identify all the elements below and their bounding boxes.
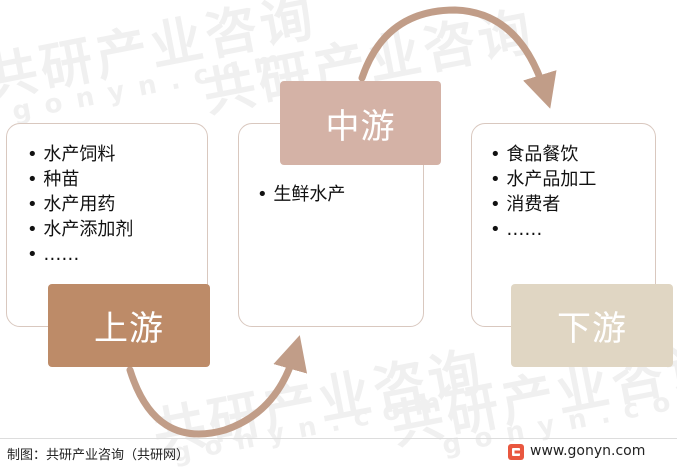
footer-divider	[0, 438, 677, 439]
list-item: 种苗	[27, 167, 133, 192]
list-item: 水产饲料	[27, 142, 133, 167]
gonyn-logo-icon	[508, 444, 524, 460]
list-item: 食品餐饮	[490, 142, 596, 167]
list-item: ……	[490, 217, 596, 242]
list-item: 水产品加工	[490, 167, 596, 192]
upstream-label: 上游	[48, 284, 210, 367]
list-item: 消费者	[490, 192, 596, 217]
list-item: 水产用药	[27, 192, 133, 217]
arrow-midstream-to-downstream	[358, 6, 557, 109]
list-item: 生鲜水产	[257, 182, 345, 207]
list-item: ……	[27, 242, 133, 267]
upstream-box: 水产饲料 种苗 水产用药 水产添加剂 ……	[6, 123, 208, 327]
arrow-upstream-to-midstream	[126, 335, 308, 438]
list-item: 水产添加剂	[27, 217, 133, 242]
footer-source: 制图：共研产业咨询（共研网）	[7, 448, 190, 463]
midstream-items: 生鲜水产	[257, 182, 345, 207]
midstream-label: 中游	[280, 81, 441, 165]
footer-website: www.gonyn.com	[530, 443, 646, 459]
downstream-items: 食品餐饮 水产品加工 消费者 ……	[490, 142, 596, 242]
downstream-label: 下游	[511, 284, 673, 367]
upstream-items: 水产饲料 种苗 水产用药 水产添加剂 ……	[27, 142, 133, 267]
